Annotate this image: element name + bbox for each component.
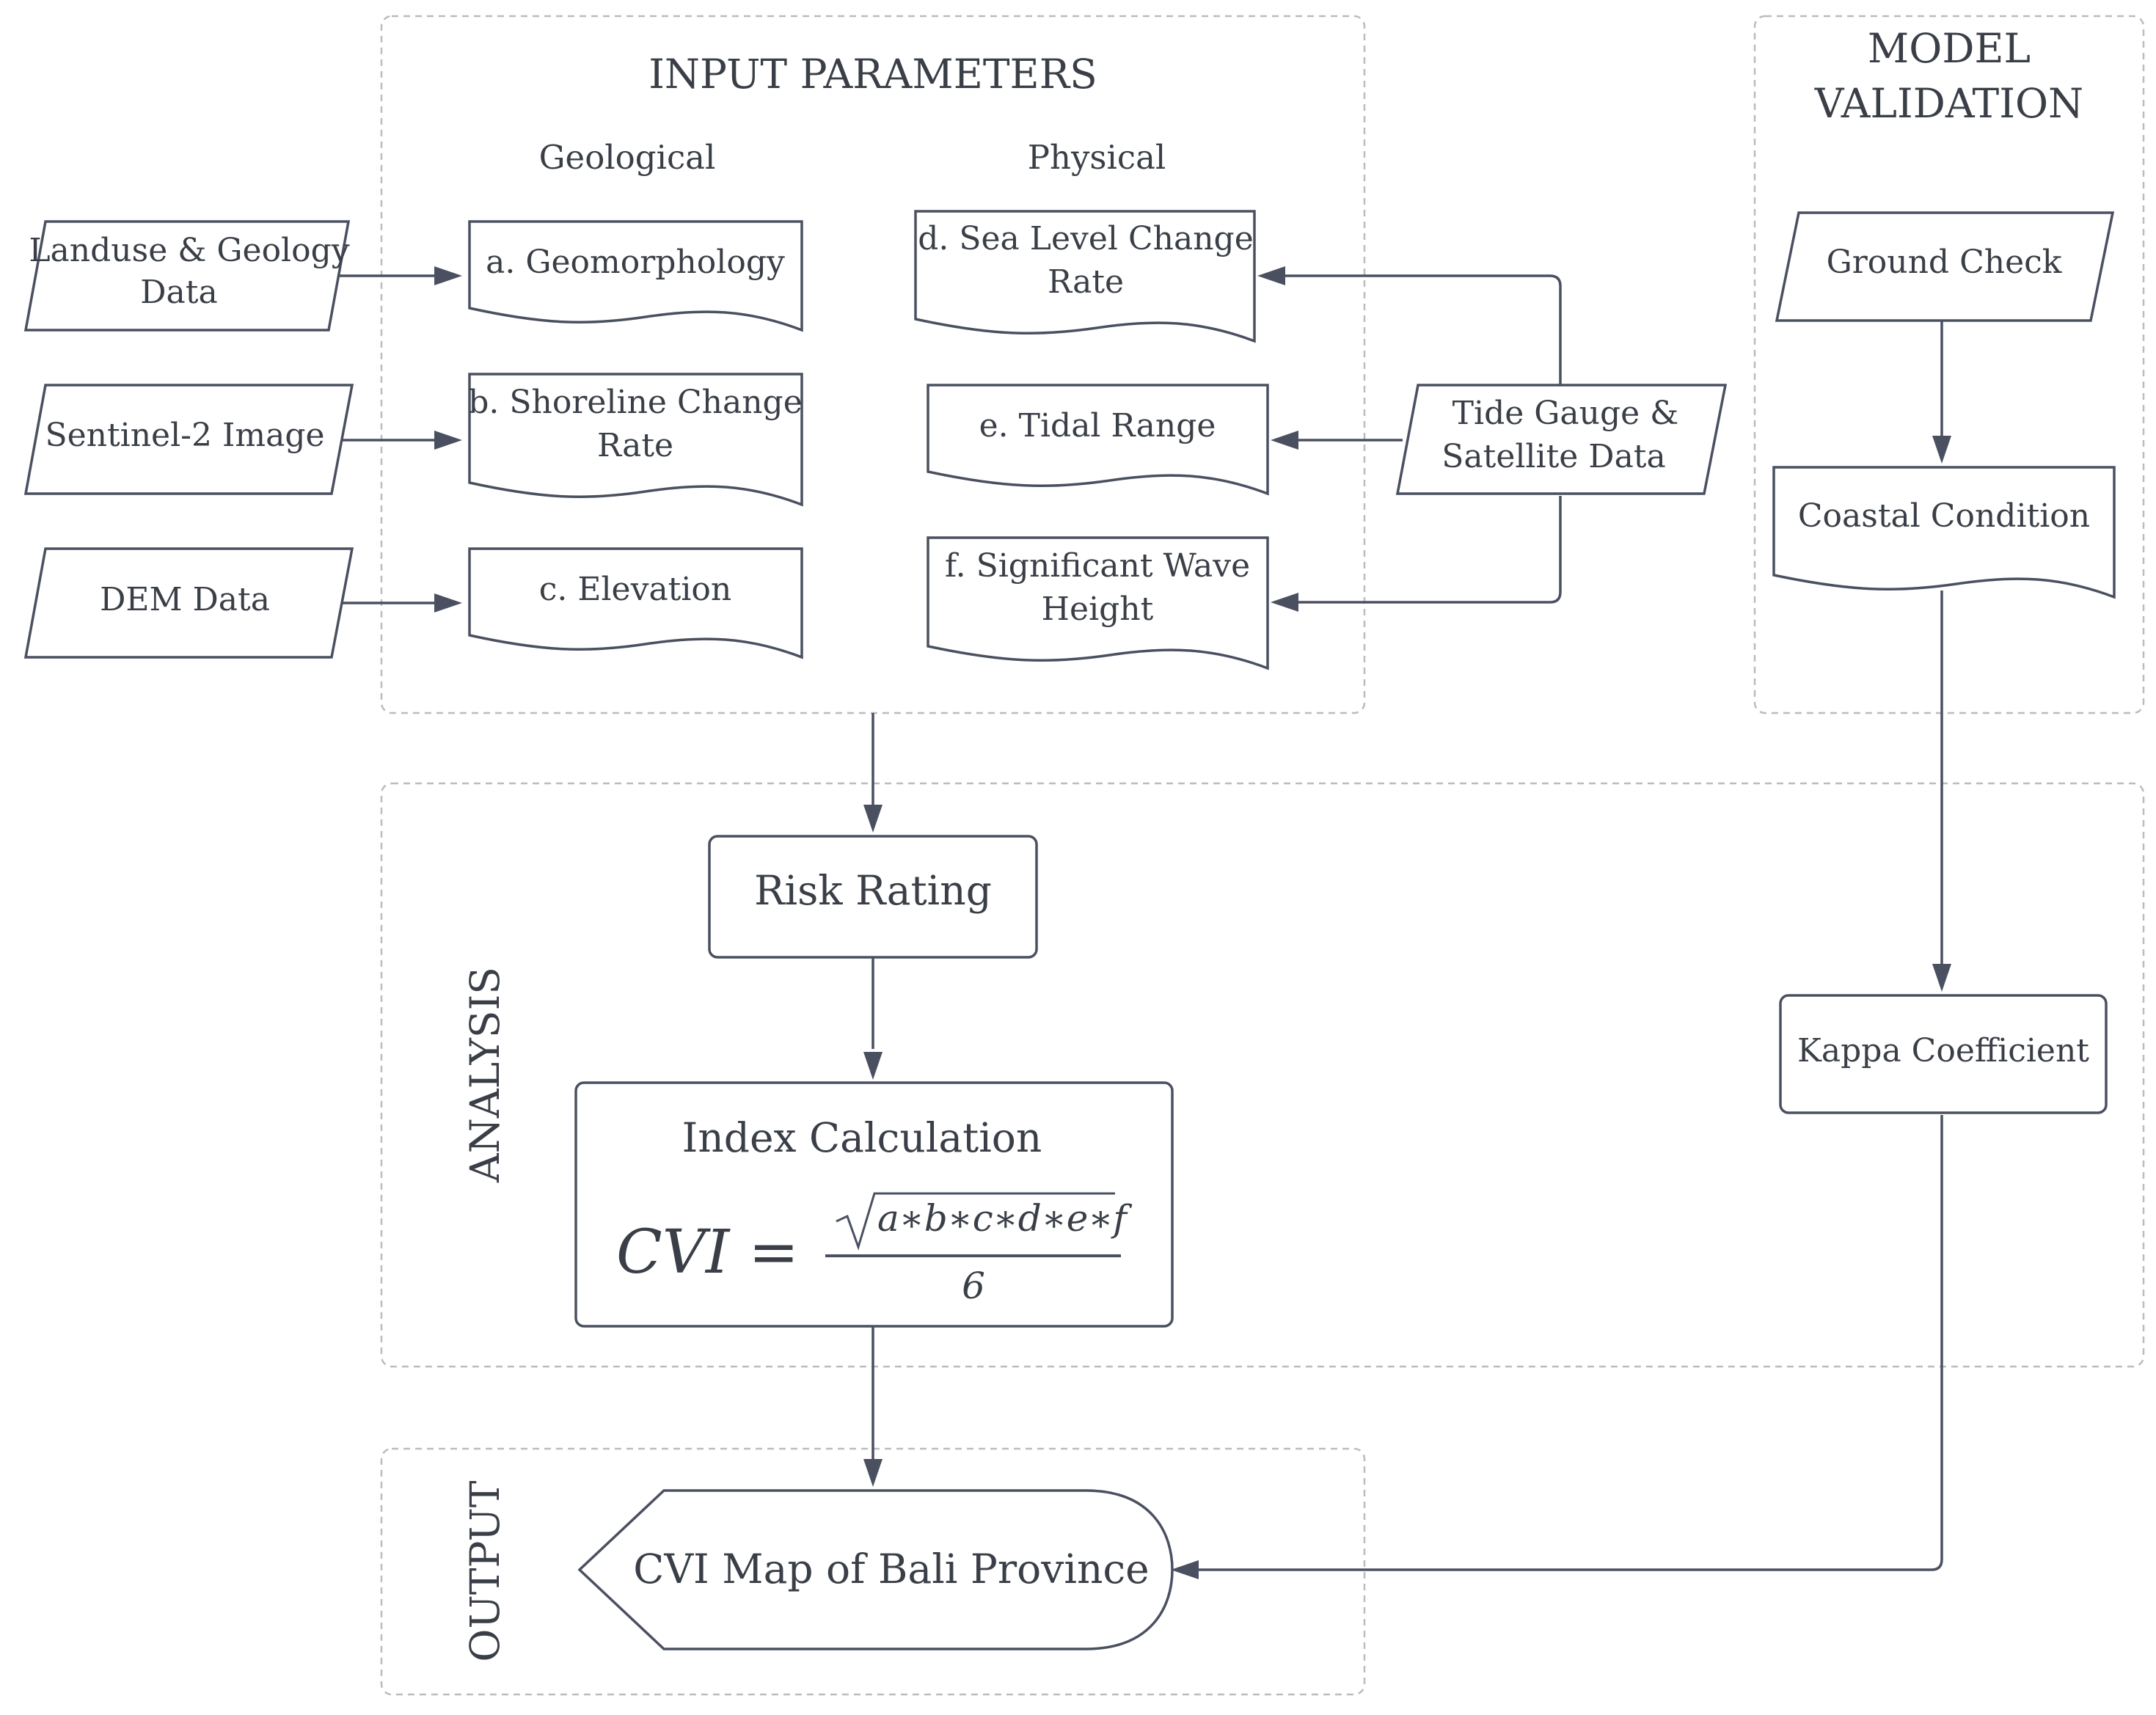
tide-gauge-label-line1: Tide Gauge & [1452, 395, 1679, 432]
geomorphology-label: a. Geomorphology [486, 244, 785, 281]
connector-tide-to-wave-height [1290, 496, 1562, 604]
wave-height-node [927, 536, 1269, 670]
tide-gauge-satellite-node [1395, 384, 1728, 495]
shoreline-change-node [468, 373, 803, 507]
ground-check-node [1775, 211, 2115, 322]
coastal-condition-node [1772, 466, 2116, 599]
arrowhead-output [863, 1459, 883, 1487]
radical-sign [836, 1192, 1115, 1251]
risk-rating-label: Risk Rating [754, 867, 992, 914]
cvi-map-label: CVI Map of Bali Province [633, 1546, 1149, 1592]
physical-subheader: Physical [1028, 138, 1166, 177]
kappa-coefficient-node [1779, 994, 2108, 1114]
index-calculation-node [574, 1081, 1174, 1328]
sea-level-label-line2: Rate [1048, 263, 1124, 301]
geological-subheader: Geological [539, 138, 716, 177]
dem-data-label: DEM Data [100, 581, 270, 618]
landuse-geology-data-node [23, 220, 351, 332]
connector-tide-to-sea-level [1276, 274, 1562, 385]
shoreline-change-label-line2: Rate [597, 427, 673, 464]
landuse-geology-label-line1: Landuse & Geology [29, 232, 349, 269]
wave-height-label-line2: Height [1042, 590, 1154, 628]
risk-rating-node [708, 835, 1038, 959]
tidal-range-label: e. Tidal Range [979, 407, 1216, 445]
model-validation-title-line1: MODEL [1868, 25, 2031, 72]
dem-data-node [23, 547, 354, 659]
sea-level-label-line1: d. Sea Level Change [918, 220, 1254, 257]
cvi-map-node [577, 1489, 1174, 1650]
geomorphology-node [468, 220, 803, 332]
arrowhead-geomorphology [434, 266, 462, 285]
sentinel-2-image-node [23, 384, 354, 495]
elevation-label: c. Elevation [539, 571, 732, 608]
arrowhead-kappa-to-output [1171, 1560, 1199, 1579]
arrowhead-elevation [434, 593, 462, 612]
elevation-node [468, 547, 803, 659]
arrowhead-sea-level [1257, 266, 1285, 285]
ground-check-label: Ground Check [1827, 244, 2062, 281]
tide-gauge-label-line2: Satellite Data [1441, 438, 1665, 475]
analysis-group [380, 782, 2145, 1368]
wave-height-label-line1: f. Significant Wave [945, 547, 1250, 585]
arrowhead-index-calculation [863, 1052, 883, 1080]
input-parameters-title: INPUT PARAMETERS [648, 51, 1097, 98]
connector-kappa-to-output [1194, 1115, 1943, 1571]
output-title: OUTPUT [461, 1480, 508, 1662]
model-validation-title-line2: VALIDATION [1814, 80, 2083, 127]
landuse-geology-label-line2: Data [140, 274, 217, 311]
formula-lhs: CVI = [616, 1218, 799, 1287]
formula-denominator: 6 [962, 1265, 985, 1307]
arrowhead-kappa [1932, 964, 1951, 992]
sea-level-change-node [914, 210, 1256, 343]
coastal-condition-label: Coastal Condition [1798, 497, 2090, 535]
index-calculation-label: Index Calculation [682, 1114, 1042, 1161]
analysis-title: ANALYSIS [461, 967, 508, 1183]
arrowhead-risk-rating [863, 805, 883, 833]
formula-numerator: a∗b∗c∗d∗e∗f [877, 1197, 1132, 1240]
shoreline-change-label-line1: b. Shoreline Change [468, 384, 802, 421]
arrowhead-tidal-range [1271, 431, 1298, 450]
arrowhead-wave-height [1271, 593, 1298, 612]
arrowhead-shoreline [434, 431, 462, 450]
tidal-range-node [927, 384, 1269, 496]
model-validation-group [1753, 15, 2145, 714]
kappa-coefficient-label: Kappa Coefficient [1797, 1032, 2089, 1069]
sentinel-2-label: Sentinel-2 Image [45, 417, 324, 454]
arrowhead-coastal-condition [1932, 436, 1951, 464]
